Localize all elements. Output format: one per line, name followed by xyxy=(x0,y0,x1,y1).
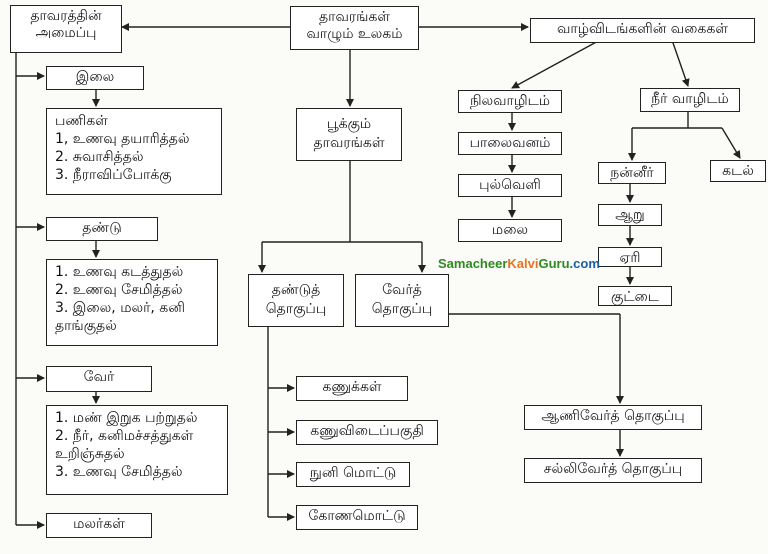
mountain-box: மலை xyxy=(458,219,562,242)
terrestrial-box: நிலவாழிடம் xyxy=(458,90,562,113)
lake-box: ஏரி xyxy=(598,247,662,267)
watermark-part-3: Guru xyxy=(538,256,570,271)
stem-box: தண்டு xyxy=(46,217,158,241)
grassland-box: புல்வெளி xyxy=(458,174,562,197)
root-functions-box: 1. மண் இறுக பற்றுதல் 2. நீர், கனிமச்சத்த… xyxy=(46,405,228,495)
desert-box: பாலைவனம் xyxy=(458,132,562,155)
tap-root-box: ஆணிவேர்த் தொகுப்பு xyxy=(524,405,702,430)
watermark-part-1: Samacheer xyxy=(438,256,508,271)
freshwater-box: நன்னீர் xyxy=(598,162,666,184)
river-box: ஆறு xyxy=(598,204,662,226)
nodes-box: கணுக்கள் xyxy=(296,376,408,401)
fibrous-root-box: சல்லிவேர்த் தொகுப்பு xyxy=(524,458,702,483)
watermark-part-2: Kalvi xyxy=(507,256,539,271)
root-part-box: வேர் xyxy=(46,366,152,392)
structure-box: தாவரத்தின் அமைப்பு xyxy=(10,5,122,53)
flowers-box: மலர்கள் xyxy=(46,513,152,538)
watermark-logo: SamacheerKalviGuru.com xyxy=(438,256,600,271)
aquatic-box: நீர் வாழிடம் xyxy=(640,88,740,112)
stem-system-box: தண்டுத் தொகுப்பு xyxy=(248,274,344,327)
watermark-part-4: .com xyxy=(569,256,600,271)
stem-functions-box: 1. உணவு கடத்துதல் 2. உணவு சேமித்தல் 3. இ… xyxy=(46,259,218,346)
root-box: தாவரங்கள் வாழும் உலகம் xyxy=(290,6,419,50)
internodes-box: கணுவிடைப்பகுதி xyxy=(296,420,438,445)
habitats-box: வாழ்விடங்களின் வகைகள் xyxy=(530,18,755,43)
root-system-box: வேர்த் தொகுப்பு xyxy=(355,274,449,327)
leaf-functions-box: பணிகள் 1, உணவு தயாரித்தல் 2. சுவாசித்தல்… xyxy=(46,108,222,195)
terminal-bud-box: நுனி மொட்டு xyxy=(296,462,410,487)
pond-box: குட்டை xyxy=(598,286,672,306)
flowering-plants-box: பூக்கும் தாவரங்கள் xyxy=(296,108,402,161)
leaf-box: இலை xyxy=(46,66,144,90)
axillary-bud-box: கோணமொட்டு xyxy=(296,505,418,530)
sea-box: கடல் xyxy=(710,160,766,182)
